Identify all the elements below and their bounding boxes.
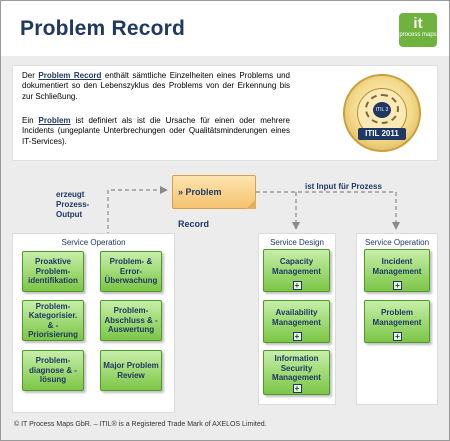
- logo-big-text: it: [413, 15, 423, 32]
- box-capacity-management[interactable]: Capacity Management +: [263, 249, 330, 292]
- box-problem-management[interactable]: Problem Management +: [364, 300, 430, 343]
- expand-plus-icon[interactable]: +: [393, 332, 402, 341]
- box-label: Incident Management: [372, 257, 422, 276]
- problem-link[interactable]: Problem: [38, 116, 71, 125]
- problem-record-process-box[interactable]: » Problem Record: [172, 175, 256, 229]
- badge-center: ITIL 3: [373, 102, 391, 118]
- group-title: Service Design: [270, 238, 324, 247]
- box-availability-management[interactable]: Availability Management +: [263, 300, 330, 343]
- footer-copyright: © IT Process Maps GbR. – ITIL® is a Regi…: [14, 421, 267, 428]
- badge-ring: [365, 94, 399, 124]
- badge-label: ITIL 2011: [358, 128, 406, 140]
- box-major-problem-review[interactable]: Major Problem Review: [100, 350, 162, 391]
- box-proaktive-problemidentifikation[interactable]: Proaktive Problem-identifikation: [22, 251, 84, 292]
- box-problem-abschluss[interactable]: Problem-Abschluss & -Auswertung: [100, 300, 162, 341]
- box-problem-kategorisierung[interactable]: Problem-Kategorisier. & -Priorisierung: [22, 300, 84, 341]
- page-title: Problem Record: [20, 17, 186, 40]
- box-label: Problem Management: [372, 308, 422, 327]
- arrow-input-design: [256, 191, 400, 230]
- it-process-maps-logo[interactable]: it process maps: [399, 13, 437, 47]
- info-paragraph-record: Der Problem Record enthält sämtliche Ein…: [22, 71, 290, 102]
- box-label: Availability Management: [272, 308, 321, 327]
- left-annotation-line-1: erzeugt: [56, 190, 85, 199]
- box-problem-diagnose[interactable]: Problem-diagnose & -lösung: [22, 350, 84, 391]
- logo-small-text: process maps: [399, 32, 437, 38]
- left-annotation: erzeugt Prozess- Output: [56, 190, 89, 220]
- box-label: Capacity Management: [272, 257, 321, 276]
- p1-text: enthält sämtliche Einzelheiten eines Pro…: [22, 71, 290, 101]
- group-title: Service Operation: [364, 238, 430, 247]
- header: Problem Record it process maps: [1, 1, 449, 56]
- expand-plus-icon[interactable]: +: [393, 281, 402, 290]
- arrow-output: [107, 186, 168, 236]
- expand-plus-icon[interactable]: +: [292, 384, 302, 393]
- box-problem-error-ueberwachung[interactable]: Problem- & Error-Überwachung: [100, 251, 162, 292]
- left-annotation-line-2: Prozess-: [56, 200, 90, 209]
- group-title: Service Operation: [61, 238, 126, 247]
- p2-text: ist definiert als ist die Ursache für ei…: [22, 116, 290, 146]
- box-incident-management[interactable]: Incident Management +: [364, 249, 430, 292]
- right-annotation: ist Input für Prozess: [305, 182, 382, 191]
- p1-prefix: Der: [22, 71, 39, 80]
- p2-prefix: Ein: [22, 116, 39, 125]
- box-label: Information Security Management: [272, 354, 321, 383]
- expand-plus-icon[interactable]: +: [292, 332, 302, 341]
- problem-record-link[interactable]: Problem Record: [38, 71, 102, 80]
- itil-2011-badge: ITIL 3 ITIL 2011: [343, 74, 421, 152]
- expand-plus-icon[interactable]: +: [292, 281, 302, 290]
- info-paragraph-problem: Ein Problem ist definiert als ist die Ur…: [22, 116, 290, 147]
- left-annotation-line-3: Output: [56, 210, 83, 219]
- box-information-security-management[interactable]: Information Security Management +: [263, 350, 330, 395]
